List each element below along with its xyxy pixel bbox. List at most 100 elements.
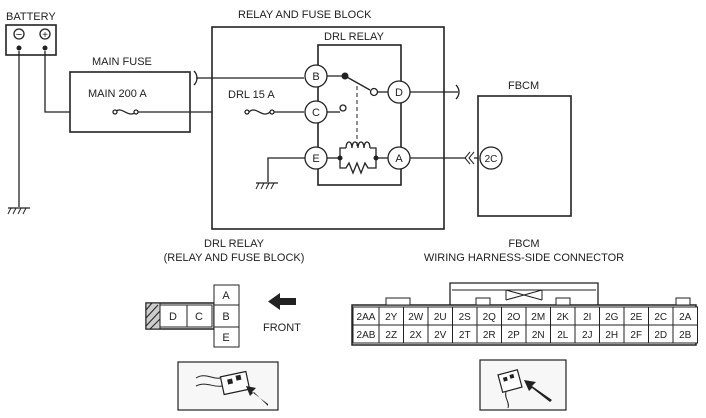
drl-fuse-label: DRL 15 A <box>228 89 275 101</box>
connector-left-plug-icon <box>219 370 251 396</box>
connector-right-plug-pin-1 <box>502 376 508 382</box>
drl-relay: DRL RELAY B C D E A <box>304 31 411 186</box>
connector-right-cell-label: 2M <box>531 312 545 323</box>
connector-right-cell-label: 2C <box>654 312 667 323</box>
connector-left-plug-pin-1 <box>227 378 234 385</box>
hatch-line-2 <box>145 304 159 319</box>
connector-right-cell-label: 2E <box>630 312 643 323</box>
drl-fuse-terminal-right <box>269 109 275 115</box>
relay-coil <box>345 141 371 149</box>
battery-minus-post <box>16 45 22 51</box>
fbcm-module: FBCM 2C <box>477 80 572 217</box>
relay-pin-b-label: B <box>312 71 319 83</box>
drl-relay-label: DRL RELAY <box>324 31 385 43</box>
battery-minus-terminal <box>13 28 25 40</box>
connector-right-cell-label: 2AB <box>357 330 376 341</box>
connector-left-cell-d-label: D <box>169 311 177 323</box>
relay-pin-d-label: D <box>395 87 403 99</box>
ground-symbol-battery <box>7 207 30 215</box>
battery-label: BATTERY <box>6 11 56 23</box>
connector-right-cell-label: 2B <box>679 330 692 341</box>
fbcm-pin-2c-label: 2C <box>485 154 498 165</box>
connector-right-cell-label: 2H <box>605 330 618 341</box>
connector-left-harness-wire-2 <box>195 383 223 387</box>
connector-right-title: FBCM <box>508 238 539 250</box>
connector-right-cell-label: 2K <box>557 312 570 323</box>
pin-e-ground-wire <box>267 157 305 182</box>
connector-left-plug-pin-2 <box>235 374 242 381</box>
coil-upper-right-wire <box>370 147 377 158</box>
connector-right-cell-label: 2F <box>630 330 642 341</box>
battery-body <box>5 24 57 56</box>
drl-fuse-terminal-left <box>244 109 250 115</box>
connector-right-cell-label: 2W <box>408 312 424 323</box>
connector-right-cell-label: 2P <box>508 330 521 341</box>
connector-right-cell-label: 2AA <box>357 312 376 323</box>
main-fuse-terminal-left <box>112 109 118 115</box>
main-fuse: MAIN FUSE MAIN 200 A <box>69 56 191 133</box>
pin-b-wire-break <box>193 70 198 86</box>
connector-right-cell-label: 2Q <box>483 312 497 323</box>
drl-relay-connector-view: DRL RELAY (RELAY AND FUSE BLOCK) D C A B… <box>145 238 305 411</box>
connector-right-cell-label: 2V <box>434 330 447 341</box>
connector-right-lock-housing <box>449 282 599 305</box>
connector-right-cell <box>672 324 698 344</box>
connector-right-cell-label: 2R <box>483 330 496 341</box>
connector-right-plug-pin-2 <box>509 373 515 379</box>
connector-right-cell-label: 2D <box>654 330 667 341</box>
connector-right-cell-label: 2U <box>434 312 447 323</box>
connector-left-cell-c <box>186 304 213 328</box>
connector-right-latch-icon <box>505 289 543 301</box>
connector-right-cell-label: 2Y <box>385 312 398 323</box>
connector-right-cell-label: 2L <box>557 330 569 341</box>
hatch-line-4 <box>149 318 161 330</box>
connector-left-cell-b-label: B <box>222 311 229 323</box>
front-label: FRONT <box>263 322 301 334</box>
main-fuse-rating: MAIN 200 A <box>88 88 147 100</box>
relay-resistor <box>339 158 377 175</box>
connector-right-subtitle: WIRING HARNESS-SIDE CONNECTOR <box>424 252 624 264</box>
connector-right-cell-label: 2O <box>507 312 521 323</box>
connector-right-plug-icon <box>497 368 523 394</box>
connector-right-cell-label: 2N <box>532 330 545 341</box>
connector-left-cell-e <box>213 326 240 348</box>
pin-d-wire-break <box>455 84 460 100</box>
connector-right-photo-frame <box>479 359 567 411</box>
battery-plus-post <box>42 45 48 51</box>
ground-symbol-relay <box>255 182 278 190</box>
main-fuse-terminal-right <box>133 109 139 115</box>
relay-pin-c-label: C <box>312 107 320 119</box>
fbcm-harness-connector-view: FBCM WIRING HARNESS-SIDE CONNECTOR 2AA 2Y… <box>351 238 698 411</box>
battery-plus-sign: + <box>42 30 48 41</box>
battery-plus-terminal <box>39 28 51 40</box>
main-fuse-label: MAIN FUSE <box>92 56 152 68</box>
connector-left-harness-wire-1 <box>195 375 221 379</box>
connector-right-cell-label: 2I <box>583 312 591 323</box>
drl-fuse-element <box>248 109 271 115</box>
connector-right-cell-label: 2T <box>459 330 471 341</box>
main-fuse-box <box>69 71 191 133</box>
battery-minus-sign: − <box>16 29 22 41</box>
connector-right-harness-wire <box>505 391 509 409</box>
fbcm-pin-2c <box>479 146 503 170</box>
connector-left-view-arrow-icon <box>246 386 268 406</box>
hatch-line-1 <box>145 302 153 311</box>
connector-left-cell-c-label: C <box>195 311 203 323</box>
relay-block-label: RELAY AND FUSE BLOCK <box>238 9 372 21</box>
connector-right-cell-label: 2G <box>605 312 619 323</box>
switch-arm <box>344 75 371 91</box>
connector-right-key-mid-left <box>475 297 491 306</box>
connector-left-subtitle: (RELAY AND FUSE BLOCK) <box>164 252 305 264</box>
hatch-line-3 <box>145 310 161 327</box>
connector-right-cell-label: 2X <box>410 330 423 341</box>
connector-right-key-right <box>675 297 691 306</box>
connector-left-title: DRL RELAY <box>204 238 265 250</box>
relay-pin-e-label: E <box>312 153 319 165</box>
switch-nc-contact <box>339 104 347 112</box>
drl-relay-outline <box>317 44 402 186</box>
relay-pin-a-label: A <box>395 153 403 165</box>
connector-left-cell-a-label: A <box>222 290 230 302</box>
battery: BATTERY − + <box>5 11 57 56</box>
